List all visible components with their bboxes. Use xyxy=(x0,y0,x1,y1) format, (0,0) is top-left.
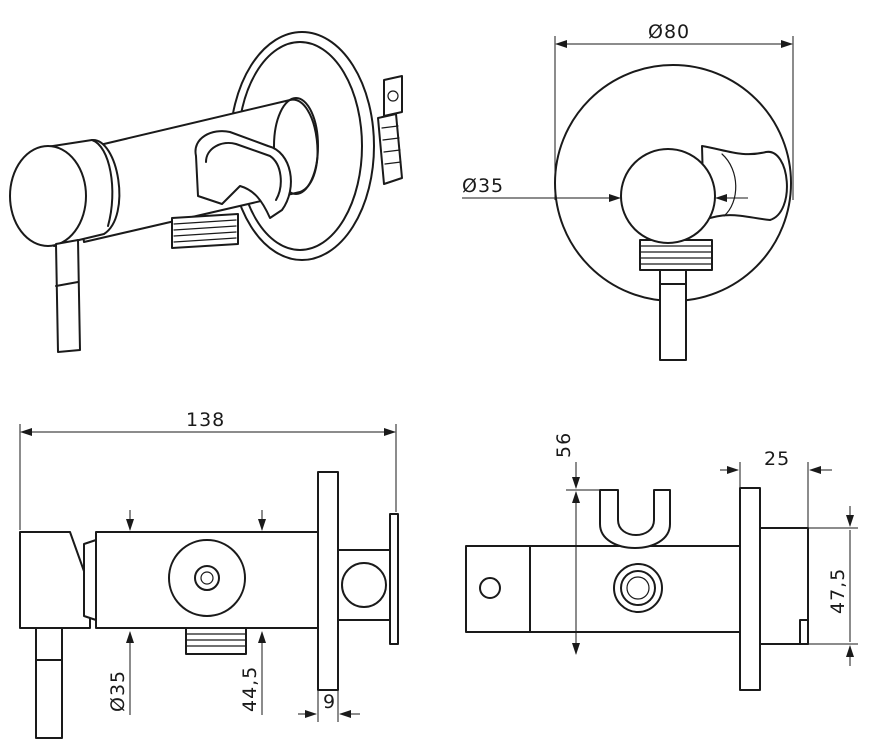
dim-label-body-height: 47,5 xyxy=(827,568,849,614)
front-view xyxy=(554,64,792,361)
dimension-lines xyxy=(19,36,858,722)
dim-label-holder-projection: 25 xyxy=(764,448,790,470)
dim-label-rosette-thickness: 9 xyxy=(323,691,336,713)
top-view xyxy=(465,487,809,691)
dim-label-overall-length: 138 xyxy=(186,409,225,431)
dim-label-holder-height: 56 xyxy=(553,432,575,458)
dim-label-rosette-diameter: Ø80 xyxy=(648,21,690,43)
dim-label-body-diameter-side: Ø35 xyxy=(107,670,129,712)
dim-label-body-diameter-front: Ø35 xyxy=(462,175,504,197)
dim-label-outlet-offset: 44,5 xyxy=(239,666,261,712)
isometric-view xyxy=(9,31,403,353)
side-view xyxy=(19,471,399,739)
